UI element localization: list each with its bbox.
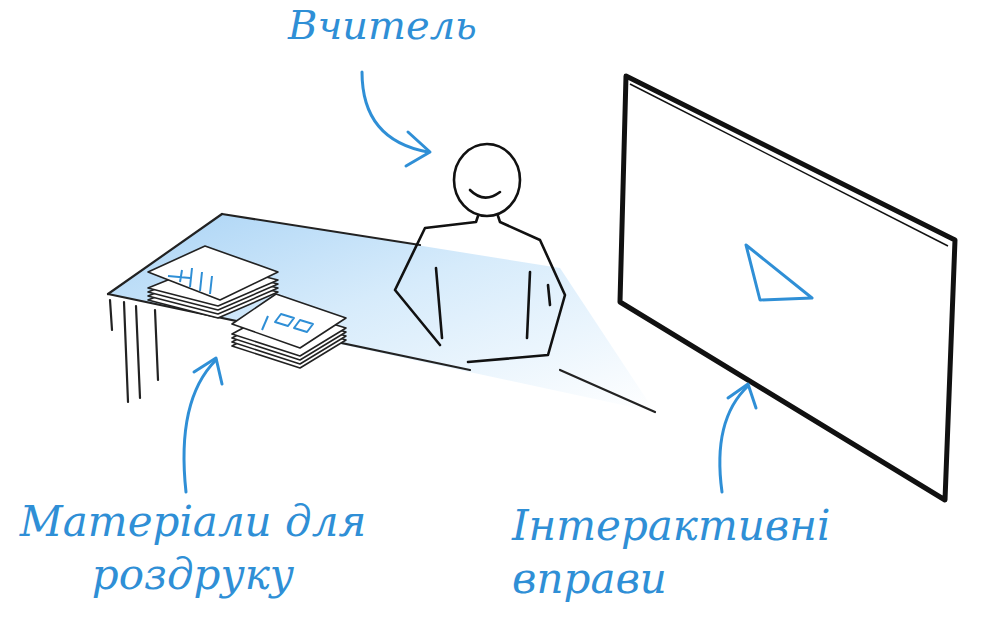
desk-edge: [110, 300, 112, 330]
teacher-figure: [395, 144, 565, 362]
arrow-head: [194, 358, 222, 384]
callout-label: Інтерактивні вправи: [512, 500, 990, 605]
arrow-head: [728, 384, 756, 408]
play-icon: [746, 245, 812, 300]
teacher-smile: [470, 190, 500, 198]
desk-edge: [560, 370, 655, 412]
desk-leg: [155, 310, 158, 380]
teacher-arm: [468, 216, 565, 362]
desk-leg: [136, 306, 140, 398]
teacher-body: [436, 268, 442, 338]
leader-line: [720, 386, 748, 492]
teacher-body: [548, 285, 550, 305]
desk-edge: [108, 294, 470, 370]
desk-top-fill: [108, 214, 655, 412]
teacher-head: [454, 144, 520, 216]
leader-line: [184, 360, 216, 492]
desk-edge: [222, 214, 420, 245]
paper-stack: [232, 294, 346, 368]
leader-arrows: [184, 72, 756, 492]
callout-label: Матеріали для роздруку: [18, 496, 368, 601]
interactive-screen: [620, 76, 955, 500]
teacher-arm: [395, 216, 478, 345]
teacher-body: [527, 272, 530, 338]
desk: [108, 214, 655, 412]
arrow-head: [406, 132, 430, 166]
desk-leg: [124, 302, 128, 402]
callout-label: Вчитель: [288, 0, 548, 50]
